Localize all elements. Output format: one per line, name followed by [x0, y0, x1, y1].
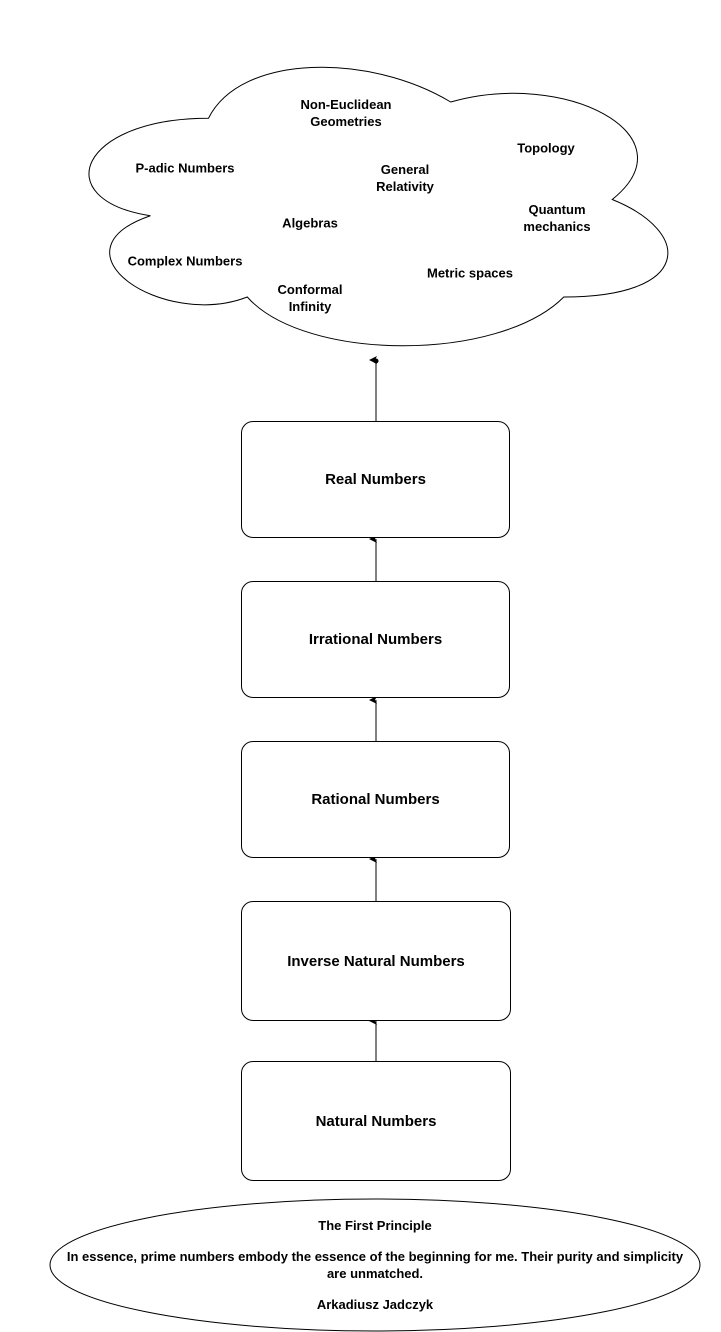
box-label: Rational Numbers — [311, 791, 440, 808]
principle-text: The First Principle In essence, prime nu… — [50, 1199, 700, 1331]
principle-ellipse — [49, 1198, 701, 1332]
box-label: Irrational Numbers — [308, 631, 443, 648]
box-real-numbers: Real Numbers — [241, 421, 510, 538]
box-label: Real Numbers — [325, 471, 426, 488]
box-irrational-numbers: Irrational Numbers — [241, 581, 510, 698]
cloud-item-p-adic: P-adic Numbers — [135, 160, 235, 176]
principle-quote: In essence, prime numbers embody the ess… — [66, 1249, 684, 1281]
box-natural-numbers: Natural Numbers — [241, 1061, 511, 1181]
box-label: Inverse Natural Numbers — [287, 952, 465, 970]
cloud-item-general-relativity: General Relativity — [376, 162, 434, 194]
cloud-item-topology: Topology — [517, 140, 575, 156]
cloud-item-quantum-mechanics: Quantum mechanics — [523, 202, 591, 234]
principle-author: Arkadiusz Jadczyk — [316, 1297, 434, 1312]
cloud-item-algebras: Algebras — [282, 215, 338, 231]
cloud-item-conformal-infinity: Conformal Infinity — [277, 282, 343, 314]
arrow-endpoint-dot — [373, 358, 379, 364]
cloud-item-complex-numbers: Complex Numbers — [127, 253, 243, 269]
box-rational-numbers: Rational Numbers — [241, 741, 510, 858]
cloud-shape — [89, 67, 668, 345]
cloud-item-non-euclidean: Non-Euclidean Geometries — [300, 97, 392, 129]
box-label: Natural Numbers — [315, 1112, 437, 1130]
principle-title: The First Principle — [318, 1218, 432, 1233]
cloud-item-metric-spaces: Metric spaces — [427, 265, 513, 281]
box-inverse-natural-numbers: Inverse Natural Numbers — [241, 901, 511, 1021]
